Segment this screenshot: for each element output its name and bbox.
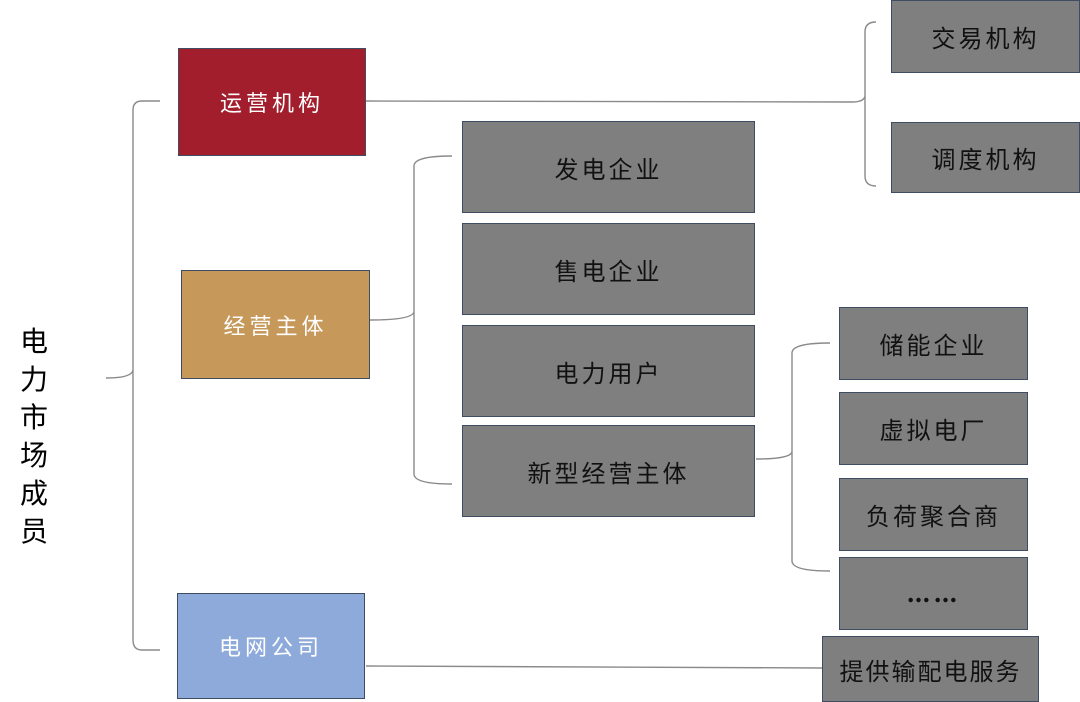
grid-company-label: 电网公司 (218, 636, 323, 661)
root-bracket (105, 100, 160, 651)
power-user-box[interactable]: 电力用户 (462, 325, 755, 417)
operators-label: 运营机构 (219, 92, 324, 117)
trading-institution-box[interactable]: 交易机构 (891, 0, 1080, 73)
ellipsis-label: …… (906, 579, 961, 608)
business-entities-label: 经营主体 (223, 314, 328, 340)
power-retail-label: 售电企业 (554, 257, 663, 286)
virtual-power-plant-label: 虚拟电厂 (879, 417, 988, 445)
transmission-service-label: 提供输配电服务 (839, 657, 1022, 686)
dispatch-institution-box[interactable]: 调度机构 (891, 122, 1080, 193)
grid-company-box[interactable]: 电网公司 (177, 593, 365, 699)
dispatch-institution-label: 调度机构 (931, 146, 1040, 174)
power-user-label: 电力用户 (554, 359, 663, 388)
power-generation-box[interactable]: 发电企业 (462, 121, 755, 213)
grid-connector (365, 665, 823, 669)
power-retail-box[interactable]: 售电企业 (462, 223, 755, 315)
operators-box[interactable]: 运营机构 (178, 48, 366, 156)
ellipsis-box[interactable]: …… (839, 557, 1028, 630)
load-aggregator-label: 负荷聚合商 (866, 503, 1001, 531)
load-aggregator-box[interactable]: 负荷聚合商 (839, 478, 1028, 551)
operators-connector (365, 100, 853, 103)
new-business-entity-box[interactable]: 新型经营主体 (462, 425, 755, 517)
energy-storage-label: 储能企业 (879, 332, 988, 360)
trading-institution-label: 交易机构 (931, 25, 1040, 53)
new-entities-bracket (755, 342, 831, 572)
virtual-power-plant-box[interactable]: 虚拟电厂 (839, 392, 1028, 465)
power-generation-label: 发电企业 (554, 155, 663, 184)
energy-storage-box[interactable]: 储能企业 (839, 307, 1028, 380)
business-entities-box[interactable]: 经营主体 (181, 270, 370, 379)
root-label: 电力市场成员 (20, 325, 59, 548)
new-business-entity-label: 新型经营主体 (527, 459, 690, 488)
transmission-service-box[interactable]: 提供输配电服务 (822, 636, 1039, 702)
entities-bracket (369, 155, 453, 485)
operators-bracket (851, 21, 877, 187)
